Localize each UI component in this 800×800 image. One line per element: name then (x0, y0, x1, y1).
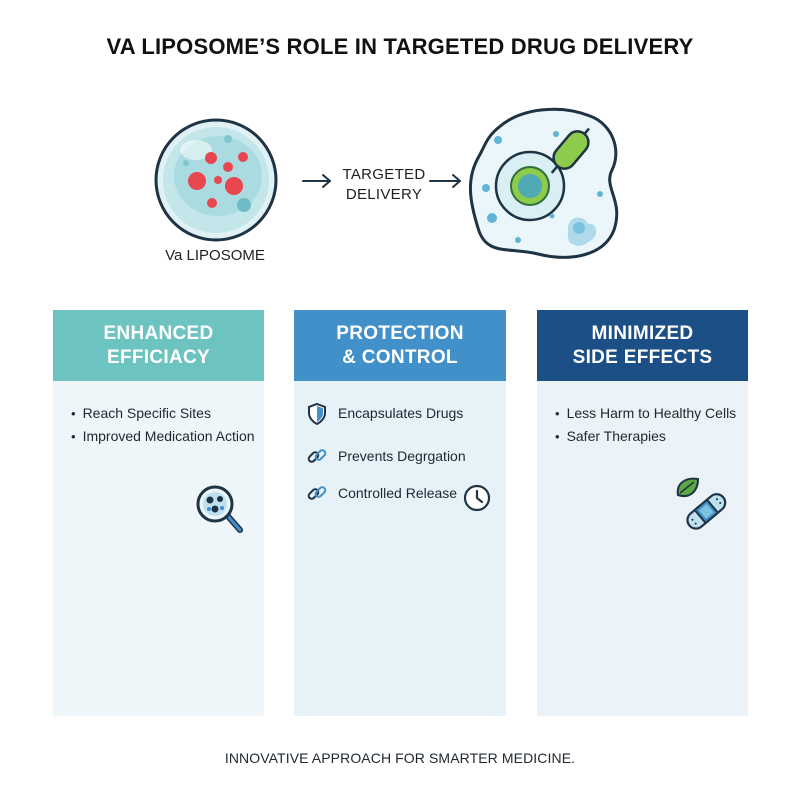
card-minimized-side-effects: MINIMIZED SIDE EFFECTS Less Harm to Heal… (537, 310, 748, 716)
link-icon (306, 482, 328, 504)
arrow-right-icon (302, 174, 331, 188)
magnifier-cells-icon (196, 485, 243, 533)
feature-prevents: Prevents Degrgation (306, 445, 466, 467)
leaf-bandage-icon (676, 477, 727, 530)
liposome-icon (154, 118, 278, 242)
card-heading: ENHANCED EFFICIACY (53, 310, 264, 381)
target-cell-icon (468, 107, 619, 259)
feature-controlled-release: Controlled Release (306, 482, 457, 504)
bullet-list: Less Harm to Healthy Cells Safer Therapi… (555, 402, 742, 448)
arrow-right-icon (429, 174, 461, 188)
link-icon (306, 445, 328, 467)
list-item: Less Harm to Healthy Cells (555, 402, 742, 425)
footer-tagline: INNOVATIVE APPROACH FOR SMARTER MEDICINE… (224, 750, 576, 766)
card-protection-control: PROTECTION & CONTROL Encapsulates Drugs … (294, 310, 506, 716)
targeted-delivery-label: TARGETED DELIVERY (342, 166, 426, 203)
clock-icon (463, 484, 491, 512)
page-title: VA LIPOSOME’S ROLE IN TARGETED DRUG DELI… (106, 34, 694, 59)
list-item: Safer Therapies (555, 425, 742, 448)
bullet-list: Reach Specific Sites Improved Medication… (71, 402, 258, 448)
card-heading: MINIMIZED SIDE EFFECTS (537, 310, 748, 381)
card-heading: PROTECTION & CONTROL (294, 310, 506, 381)
list-item: Improved Medication Action (71, 425, 258, 448)
hero-illustration (154, 107, 619, 259)
shield-icon (306, 402, 328, 426)
feature-encapsulates: Encapsulates Drugs (306, 402, 463, 426)
list-item: Reach Specific Sites (71, 402, 258, 425)
card-enhanced-efficacy: ENHANCED EFFICIACY Reach Specific Sites … (53, 310, 264, 716)
liposome-label: Va LIPOSOME (165, 247, 265, 264)
